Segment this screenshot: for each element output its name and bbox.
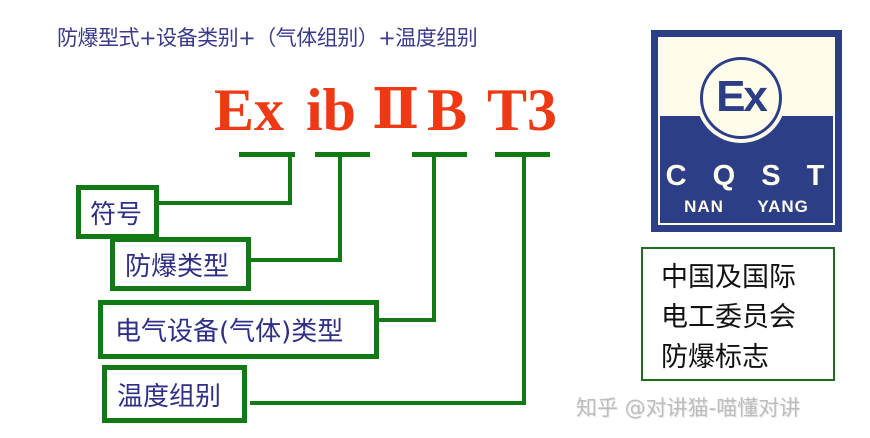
- logo-caption-box: 中国及国际 电工委员会 防爆标志: [641, 247, 835, 381]
- logo-ex-text: Ex: [716, 72, 768, 121]
- logo-cqst-text: C Q S T: [665, 160, 828, 192]
- caption-line-2: 电工委员会: [661, 302, 796, 333]
- marking-group-ii: Ⅱ: [372, 79, 420, 141]
- zhihu-watermark: 知乎 @对讲猫-喵懂对讲: [576, 396, 801, 420]
- marking-ib: ib: [306, 77, 357, 143]
- connector-t3-horizontal: [250, 401, 526, 405]
- cqst-ex-logo: Ex C Q S T NAN YANG: [651, 30, 842, 232]
- label-box-symbol: 符号: [76, 185, 159, 239]
- format-subtitle: 防爆型式+设备类别+（气体组别）+温度组别: [57, 26, 478, 50]
- label-temperature-class: 温度组别: [117, 381, 222, 412]
- connector-ex-horizontal: [158, 201, 292, 205]
- label-equipment-gas-type: 电气设备(气体)类型: [115, 317, 344, 347]
- logo-inner-frame: [658, 37, 835, 225]
- connector-t3-vertical: [522, 152, 526, 405]
- connector-b-vertical: [432, 152, 436, 322]
- underline-ib: [315, 152, 370, 157]
- label-protection-type: 防爆类型: [125, 251, 230, 282]
- logo-city-text: NAN YANG: [684, 197, 809, 216]
- label-box-temperature-class: 温度组别: [102, 365, 247, 423]
- label-symbol: 符号: [90, 199, 143, 230]
- caption-line-1: 中国及国际: [661, 262, 796, 293]
- underline-b: [412, 152, 467, 157]
- connector-ib-vertical: [338, 152, 342, 262]
- label-box-equipment-gas-type: 电气设备(气体)类型: [98, 300, 379, 359]
- connector-b-horizontal: [378, 318, 436, 322]
- label-box-protection-type: 防爆类型: [110, 237, 251, 291]
- caption-line-3: 防爆标志: [661, 342, 769, 373]
- ex-emblem-circle-icon: Ex: [700, 57, 782, 139]
- marking-b: B: [427, 77, 468, 143]
- underline-ex: [239, 152, 295, 157]
- connector-ex-vertical: [288, 152, 292, 204]
- marking-ex: Ex: [214, 77, 285, 143]
- connector-ib-horizontal: [250, 258, 342, 262]
- marking-t3: T3: [487, 77, 558, 143]
